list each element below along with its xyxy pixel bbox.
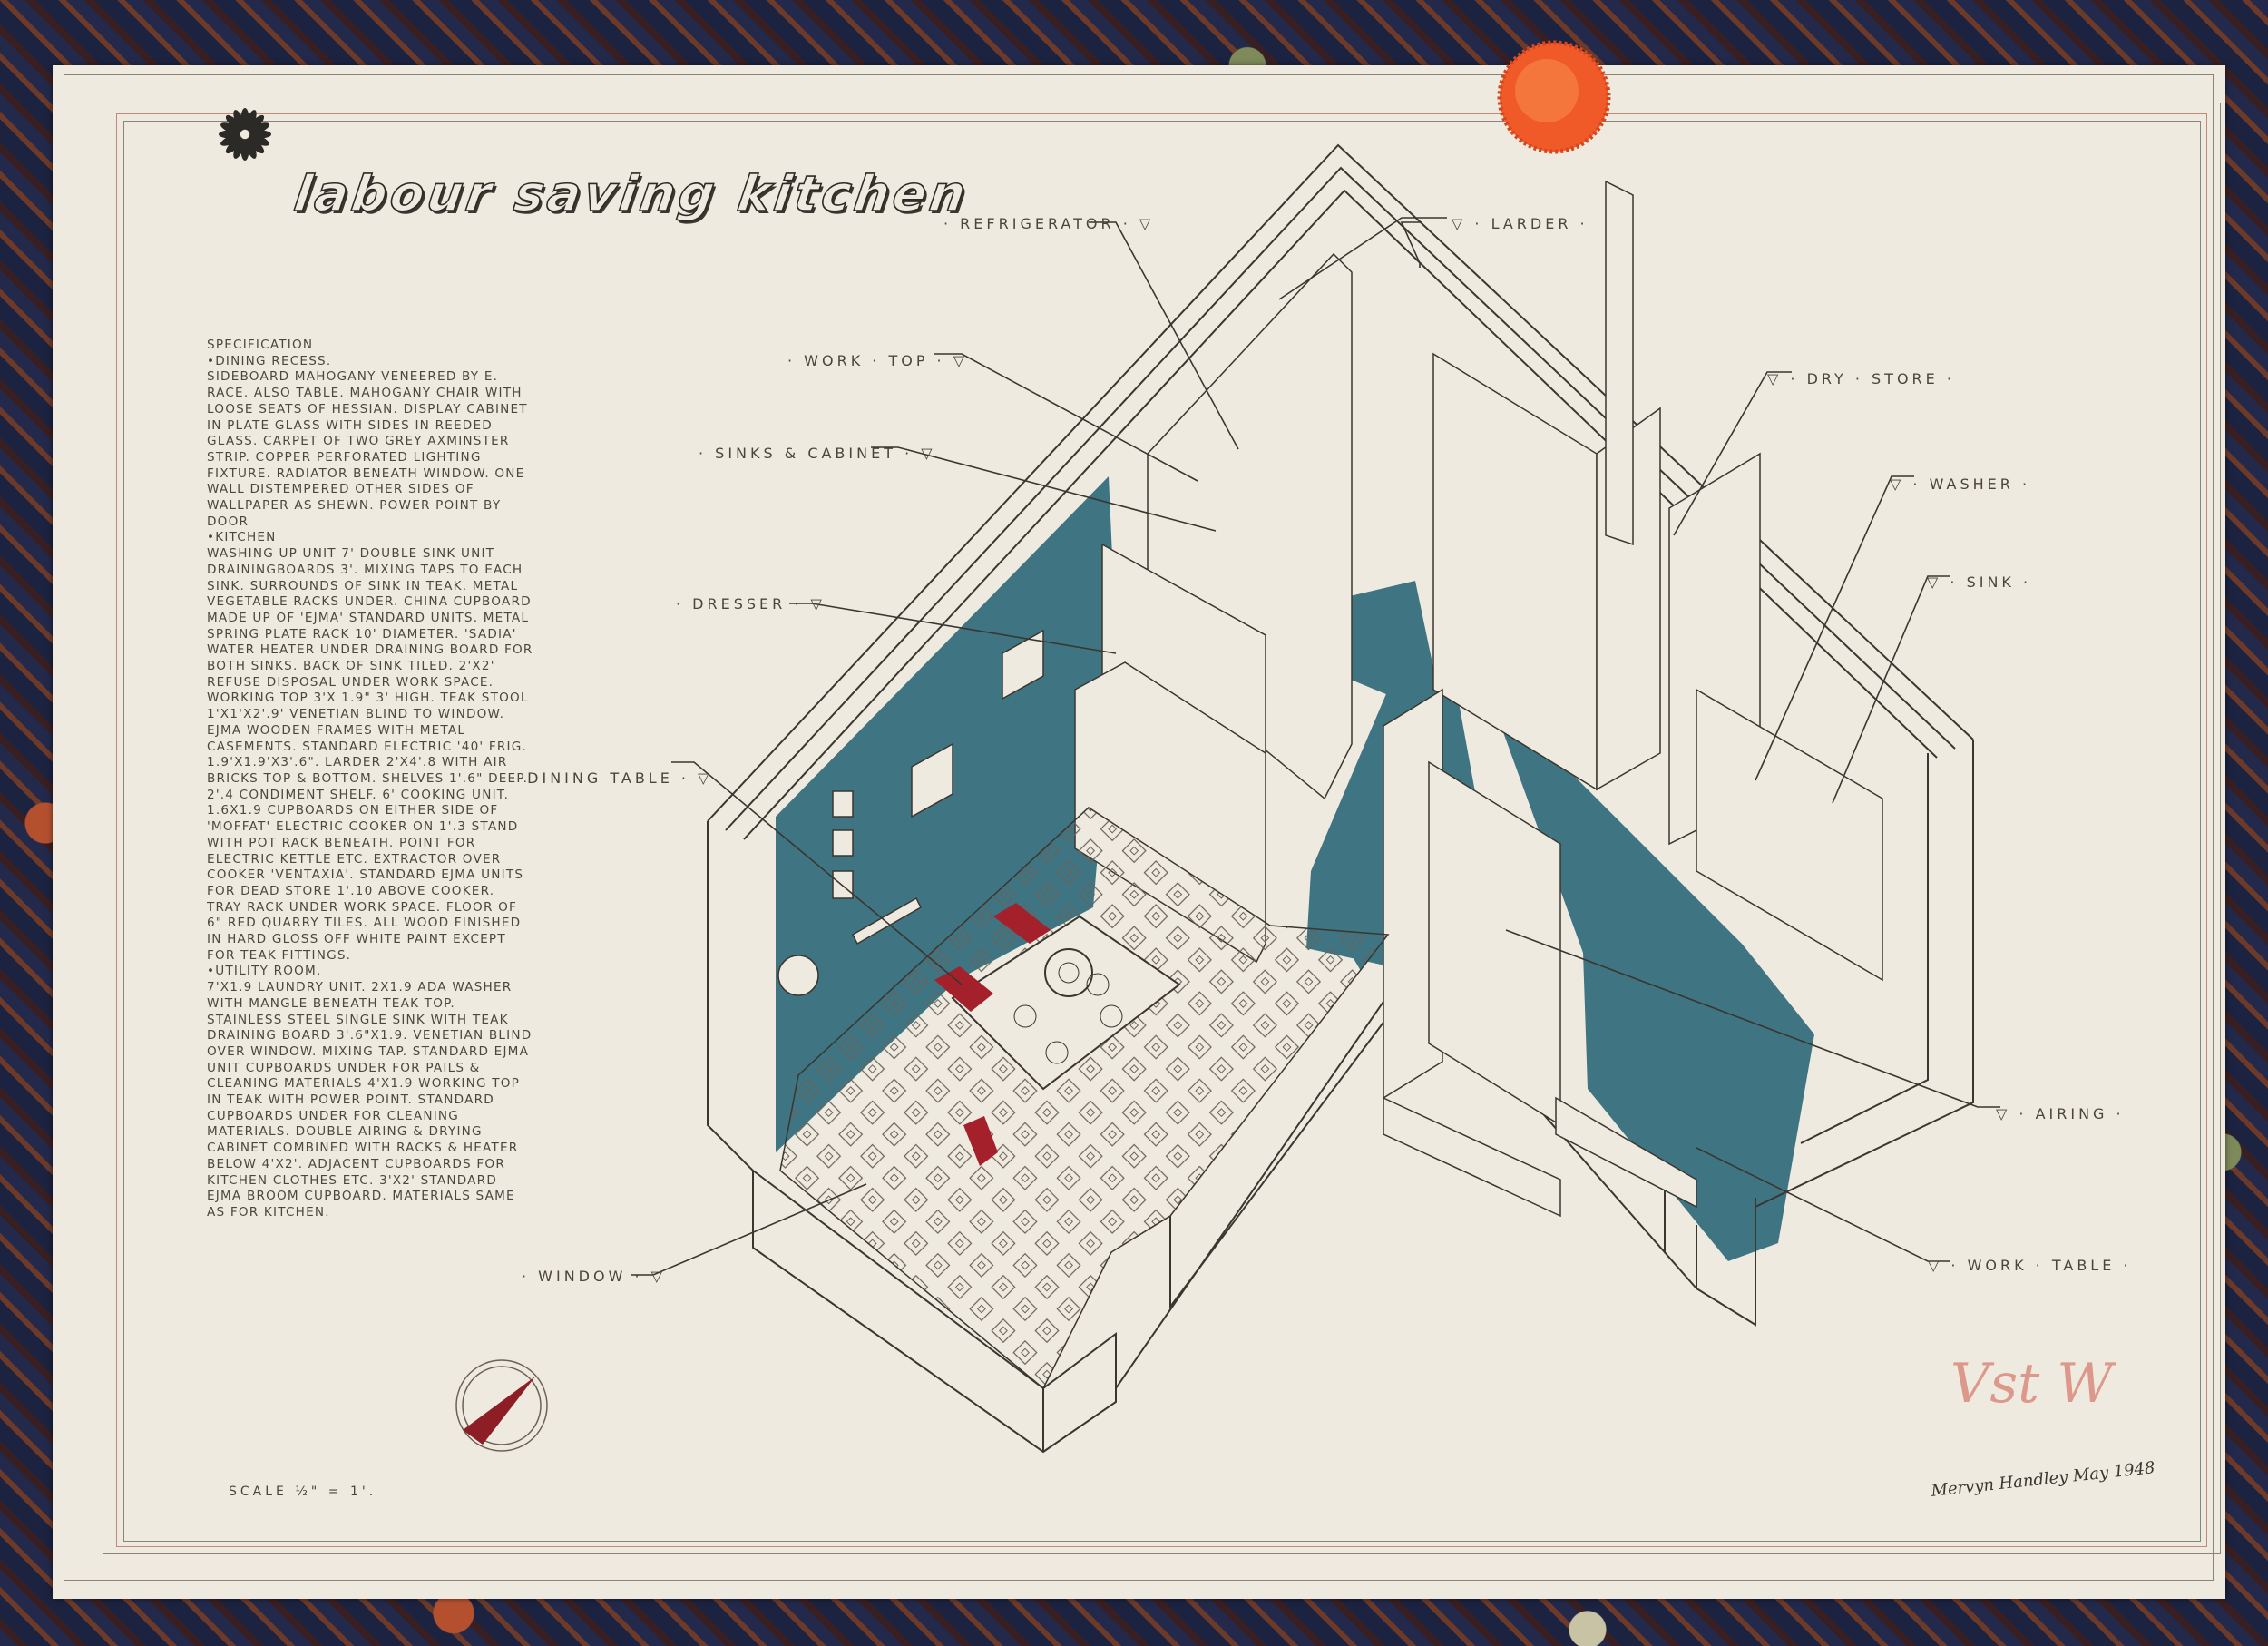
callout-sink: ▽ · SINK · (1927, 573, 2032, 591)
red-chair-seats (934, 903, 1051, 1166)
sunburst-ornament-icon (219, 108, 271, 161)
callout-leader-lines (631, 217, 2000, 1276)
wall-pictures (777, 629, 1044, 996)
callout-work-table: ▽ · WORK · TABLE · (1928, 1257, 2132, 1274)
spec-section-text: WASHING UP UNIT 7' DOUBLE SINK UNIT DRAI… (207, 546, 533, 963)
red-pencil-mark: Vst W (1950, 1352, 2113, 1416)
callout-work-top: · WORK · TOP · ▽ (787, 352, 969, 369)
red-seal-icon (1497, 40, 1611, 154)
spec-section-text: 7'x1.9 LAUNDRY UNIT. 2x1.9 ADA WASHER WI… (207, 980, 533, 1220)
callout-larder: ▽ · LARDER · (1452, 215, 1589, 232)
specification-block: SPECIFICATION •DINING RECESS. SIDEBOARD … (207, 338, 533, 1221)
border-red-rule (116, 113, 2207, 1547)
callout-dry-store: ▽ · DRY · STORE · (1767, 370, 1955, 387)
compass-north-arrow-icon (455, 1359, 548, 1452)
quarry-tile-floor (779, 807, 1390, 1390)
spec-section-title: •DINING RECESS. (207, 353, 332, 368)
callout-dining-table: · DINING TABLE · ▽ (511, 769, 713, 787)
callout-sinks-cabinet: · SINKS & CABINET · ▽ (699, 445, 936, 462)
drawing-title: labour saving kitchen (290, 164, 973, 223)
border-innermost (123, 121, 2201, 1542)
callout-washer: ▽ · WASHER · (1890, 475, 2031, 493)
spec-heading: SPECIFICATION (207, 338, 314, 352)
callout-refrigerator: · REFRIGERATOR · ▽ (943, 215, 1155, 232)
cabinet-outlines (1074, 180, 1883, 1218)
spec-section-text: SIDEBOARD MAHOGANY VENEERED by E. RACE. … (207, 369, 528, 529)
callout-dresser: · DRESSER · ▽ (676, 595, 826, 612)
dining-table (951, 915, 1181, 1091)
scale-note: SCALE ½" = 1'. (229, 1484, 377, 1499)
callout-window: · WINDOW · ▽ (522, 1268, 666, 1285)
border-inner (103, 103, 2221, 1554)
spec-section-title: •UTILITY ROOM. (207, 964, 322, 979)
border-outer (64, 74, 2214, 1581)
spec-section-title: •KITCHEN (207, 530, 277, 545)
callout-airing: ▽ · AIRING · (1996, 1105, 2125, 1122)
